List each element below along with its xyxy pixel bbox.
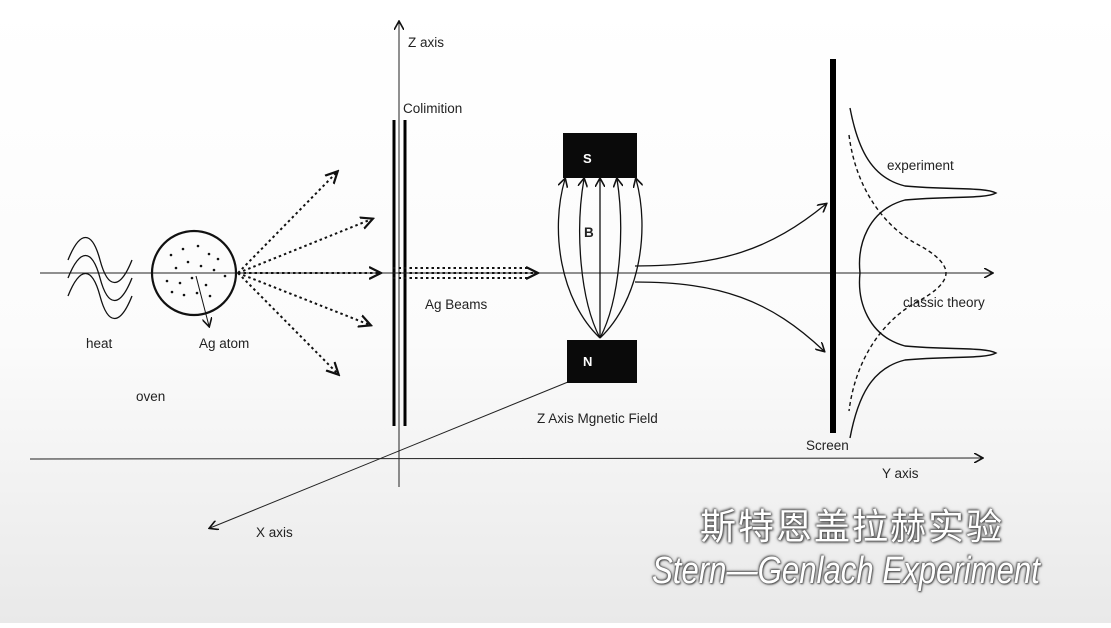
magnetic-field-lines	[557, 179, 642, 339]
title-english: Stern—Genlach Experiment	[652, 550, 1040, 592]
magnet-north	[567, 340, 637, 383]
oven-label: oven	[136, 389, 166, 404]
b-field-label: B	[584, 225, 594, 240]
heat-waves	[67, 237, 133, 319]
colimition-label: Colimition	[403, 101, 463, 116]
magnet-south	[563, 133, 637, 178]
classic-theory-curve	[848, 134, 947, 412]
experiment-label: experiment	[887, 158, 954, 173]
magnetic-field-label: Z Axis Mgnetic Field	[537, 411, 658, 426]
heat-label: heat	[86, 336, 113, 351]
oven-chamber	[150, 229, 238, 326]
z-axis-label: Z axis	[408, 35, 445, 50]
title-chinese: 斯特恩盖拉赫实验	[700, 507, 1005, 548]
collimated-beam	[393, 268, 537, 278]
diverging-beams	[237, 172, 380, 374]
split-beams	[634, 204, 826, 351]
y-axis-line	[29, 458, 982, 459]
y-axis-label: Y axis	[882, 466, 919, 481]
ag-beams-label: Ag Beams	[425, 297, 488, 312]
screen-label: Screen	[806, 438, 849, 453]
x-axis-line	[210, 381, 569, 528]
south-pole-label: S	[583, 151, 592, 166]
classic-theory-label: classic theory	[903, 295, 985, 310]
x-axis-label: X axis	[256, 525, 293, 540]
experiment-curve	[849, 107, 998, 439]
north-pole-label: N	[583, 354, 593, 369]
ag-atom-label: Ag atom	[199, 336, 250, 351]
